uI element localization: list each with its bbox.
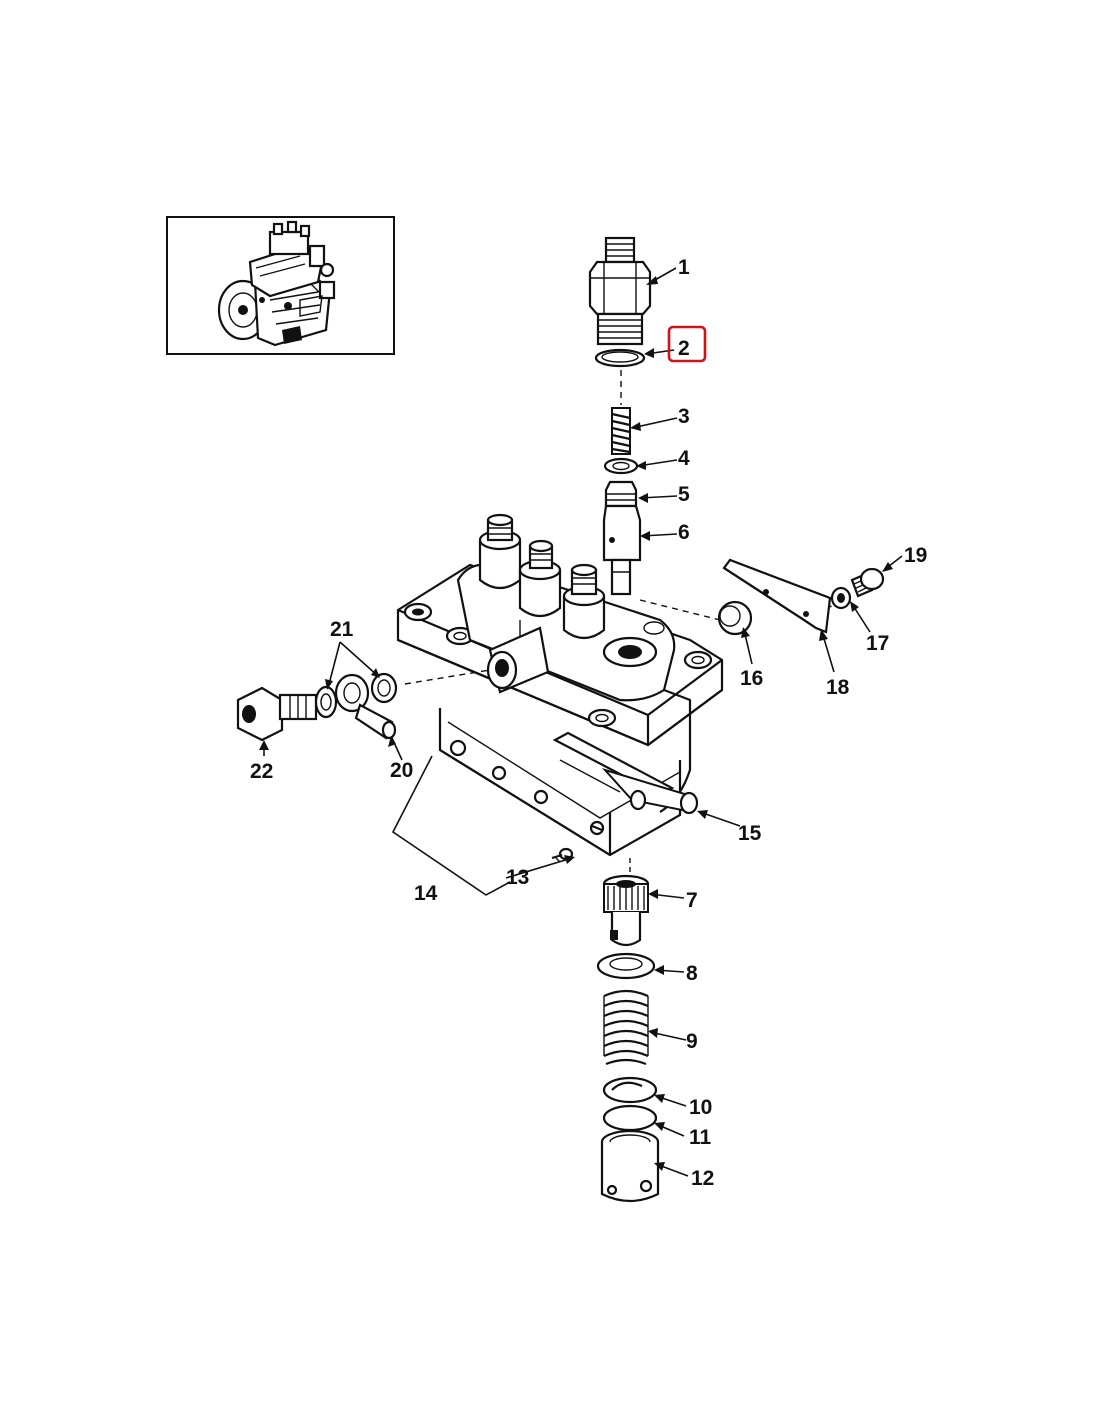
engine-thumbnail [217, 220, 336, 347]
callout-11[interactable]: 11 [689, 1126, 712, 1149]
part-6-plunger-barrel [602, 504, 642, 596]
delivery-valve-holder-b [518, 539, 562, 618]
callout-7[interactable]: 7 [686, 889, 698, 912]
callout-22[interactable]: 22 [250, 760, 273, 783]
callout-19[interactable]: 19 [904, 544, 927, 567]
callout-17[interactable]: 17 [866, 632, 889, 655]
callout-3[interactable]: 3 [678, 405, 690, 428]
part-1-delivery-valve-holder [588, 236, 652, 346]
callout-14[interactable]: 14 [414, 882, 438, 905]
part-16-plug [717, 600, 753, 636]
part-12-tappet [600, 1129, 660, 1203]
part-19-bolt [850, 567, 885, 598]
callout-10[interactable]: 10 [689, 1096, 712, 1119]
delivery-valve-holder-a [478, 513, 522, 590]
part-7-control-sleeve [602, 874, 650, 947]
locator-inset [166, 216, 395, 355]
leader-arrowheads [259, 276, 893, 1171]
callout-12[interactable]: 12 [691, 1167, 714, 1190]
callout-labels: 1 2 3 4 5 6 7 8 9 10 11 12 13 14 15 16 1… [250, 256, 927, 1190]
part-11-shim [602, 1104, 658, 1132]
part-21-washer-b [370, 672, 398, 704]
part-21-washer-a [314, 685, 338, 719]
callout-21[interactable]: 21 [330, 618, 354, 641]
pump-body [396, 513, 724, 857]
callout-18[interactable]: 18 [826, 676, 850, 699]
callout-13[interactable]: 13 [506, 866, 529, 889]
callout-2[interactable]: 2 [678, 337, 690, 360]
part-17-washer [830, 586, 852, 610]
part-2-gasket [594, 348, 646, 368]
callout-8[interactable]: 8 [686, 962, 698, 985]
delivery-valve-holder-c [562, 563, 606, 640]
callout-4[interactable]: 4 [678, 447, 690, 470]
callout-5[interactable]: 5 [678, 483, 690, 506]
part-4-washer [603, 457, 639, 475]
part-10-lower-seat [602, 1076, 658, 1104]
part-9-plunger-spring [603, 989, 649, 1066]
callout-1[interactable]: 1 [678, 256, 690, 279]
leader-lines [263, 267, 903, 1177]
part-15-control-rack [601, 768, 699, 815]
callout-6[interactable]: 6 [678, 521, 690, 544]
callout-15[interactable]: 15 [738, 822, 762, 845]
part-20-banjo-fitting [334, 673, 397, 740]
part-8-spring-seat [596, 952, 656, 980]
callout-2-highlight-box [667, 325, 707, 363]
part-5-delivery-valve [604, 480, 638, 508]
callout-20[interactable]: 20 [390, 759, 413, 782]
callout-9[interactable]: 9 [686, 1030, 698, 1053]
part-18-bracket [722, 558, 832, 634]
part-22-banjo-bolt [236, 686, 318, 742]
callout-16[interactable]: 16 [740, 667, 763, 690]
part-3-spring [611, 407, 631, 455]
